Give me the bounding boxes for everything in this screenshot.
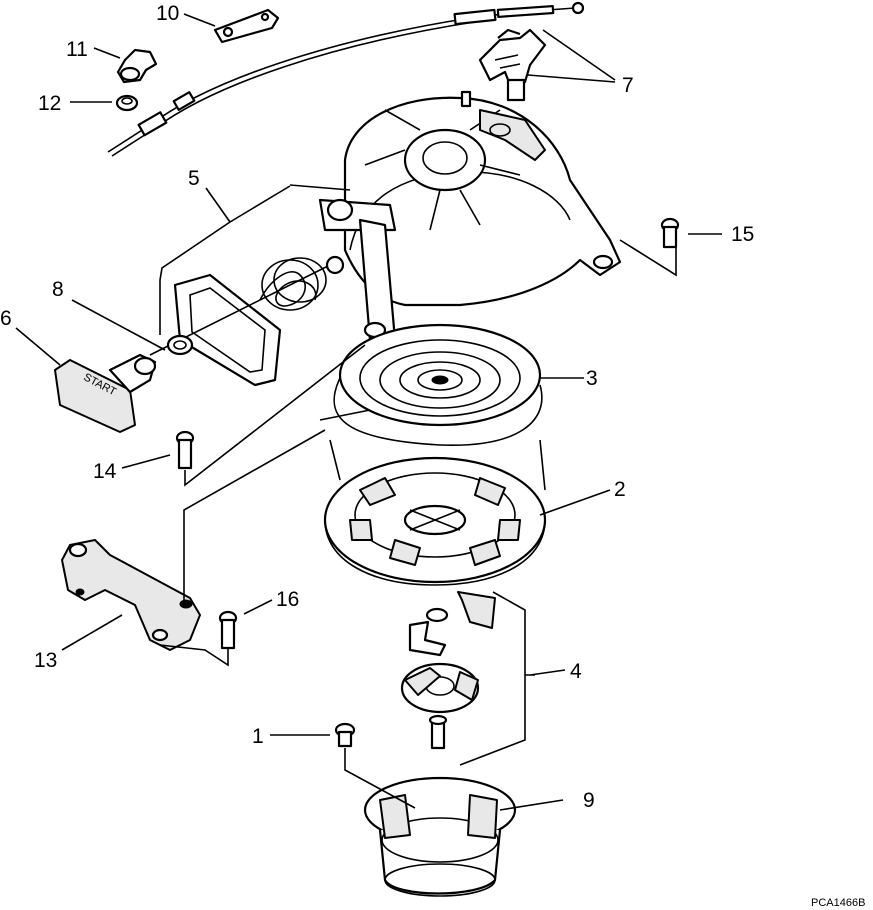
callout-16: 16	[276, 588, 299, 611]
part-7-linkage	[478, 28, 547, 102]
callout-2: 2	[614, 478, 626, 501]
callout-leaders	[15, 13, 722, 811]
callout-6: 6	[0, 307, 12, 330]
part-15-bolt	[660, 217, 680, 249]
part-11-bracket	[116, 48, 158, 84]
part-2-rope-pulley	[323, 439, 547, 586]
callout-11: 11	[66, 38, 88, 61]
part-6-starter-handle: START	[54, 353, 157, 433]
callout-15: 15	[731, 223, 754, 246]
part-13-mount-bracket	[61, 539, 201, 651]
callout-1: 1	[252, 725, 264, 748]
part-12-clip	[115, 94, 139, 112]
part-14-bolt	[175, 430, 195, 470]
callout-labels: 1 2 3 4 5 6 7 8 9 10 11 12 13 14 15 16	[0, 2, 754, 812]
callout-14: 14	[93, 460, 117, 483]
callout-10: 10	[156, 2, 179, 25]
recoil-rope-spring	[149, 255, 345, 356]
choke-cable	[107, 1, 585, 157]
assembly-lines	[159, 184, 677, 809]
part-8-rope-insert	[166, 334, 194, 356]
part-1-bolt	[334, 722, 356, 748]
part-9-starter-cup	[363, 776, 517, 897]
callout-13: 13	[34, 649, 57, 672]
part-3-recoil-spring	[319, 323, 543, 446]
callout-12: 12	[38, 92, 61, 115]
callout-4: 4	[570, 660, 582, 683]
callout-7: 7	[622, 74, 634, 97]
callout-5: 5	[188, 167, 200, 190]
part-4-ratchet-assembly	[400, 591, 496, 750]
part-16-bolt	[218, 610, 238, 650]
part-10-cable-clamp	[213, 8, 280, 44]
starter-housing	[318, 90, 622, 342]
figure-code: PCA1466B	[811, 897, 865, 909]
callout-3: 3	[586, 367, 598, 390]
callout-8: 8	[52, 278, 64, 301]
callout-9: 9	[583, 789, 595, 812]
